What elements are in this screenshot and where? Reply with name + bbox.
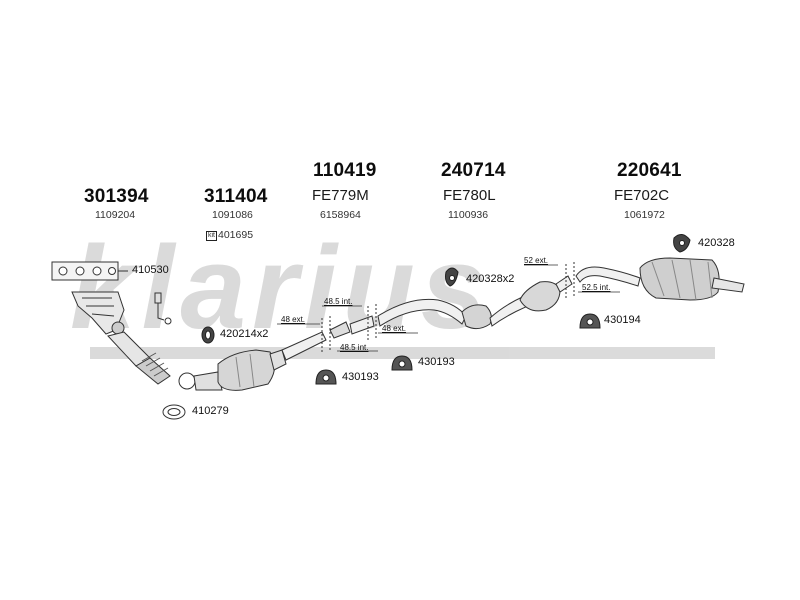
header-part-number-3: 110419 bbox=[313, 160, 377, 181]
rear-pipe-shape bbox=[555, 262, 641, 300]
label-mount-rear: 430194 bbox=[604, 314, 641, 326]
klarius-watermark: klarius bbox=[70, 222, 715, 359]
ring-gasket-shape bbox=[162, 404, 186, 420]
label-clamp-front: 420214x2 bbox=[220, 328, 269, 340]
header-part-number-4: 240714 bbox=[441, 160, 506, 181]
manifold-gasket-shape bbox=[51, 261, 119, 281]
measurement-48-ext-left: 48 ext. bbox=[281, 315, 306, 324]
label-ring-gasket: 410279 bbox=[192, 405, 229, 417]
measurement-52-5-int: 52.5 int. bbox=[582, 283, 611, 292]
header-reference-1: 1109204 bbox=[95, 209, 136, 221]
header-reference-4: 1100936 bbox=[448, 209, 489, 221]
label-manifold-gasket: 410530 bbox=[132, 264, 169, 276]
mount-b-shape bbox=[391, 355, 413, 371]
clamp-front-shape bbox=[201, 326, 215, 344]
measurement-lines bbox=[277, 264, 620, 352]
mount-a-shape bbox=[315, 369, 337, 385]
mount-rear-shape bbox=[579, 313, 601, 329]
header-code-4: FE780L bbox=[443, 187, 496, 204]
kit-part-number: 401695 bbox=[218, 229, 254, 241]
watermark-text: klarius bbox=[70, 222, 492, 354]
exhaust-manifold-shape bbox=[71, 291, 125, 335]
header-part-number-1: 301394 bbox=[84, 186, 149, 207]
label-clamp-mid: 420328x2 bbox=[466, 273, 515, 285]
downpipe-shape bbox=[107, 331, 171, 385]
label-clamp-rear: 420328 bbox=[698, 237, 735, 249]
header-part-number-5: 220641 bbox=[617, 160, 682, 181]
clamp-mid-shape bbox=[445, 267, 459, 287]
header-part-number-2: 311404 bbox=[204, 186, 268, 207]
lambda-sensor-shape bbox=[154, 292, 172, 325]
rear-silencer-shape bbox=[639, 257, 745, 301]
header-reference-2: 1091086 bbox=[212, 209, 253, 221]
measurement-48-5-int-top: 48.5 int. bbox=[324, 297, 353, 306]
measurement-48-5-int-bottom: 48.5 int. bbox=[340, 343, 369, 352]
kit-icon: kit bbox=[206, 231, 217, 241]
clamp-rear-shape bbox=[673, 234, 691, 253]
header-code-3: FE779M bbox=[312, 187, 369, 204]
catalytic-converter-shape bbox=[178, 349, 287, 391]
intermediate-pipe-shape bbox=[349, 281, 561, 340]
header-reference-5: 1061972 bbox=[624, 209, 665, 221]
front-pipe-shape bbox=[281, 316, 351, 361]
measurement-48-ext-right: 48 ext. bbox=[382, 324, 407, 333]
header-reference-3: 6158964 bbox=[320, 209, 361, 221]
measurement-52-ext: 52 ext. bbox=[524, 256, 549, 265]
label-mount-a: 430193 bbox=[342, 371, 379, 383]
header-code-5: FE702C bbox=[614, 187, 670, 204]
label-mount-b: 430193 bbox=[418, 356, 455, 368]
